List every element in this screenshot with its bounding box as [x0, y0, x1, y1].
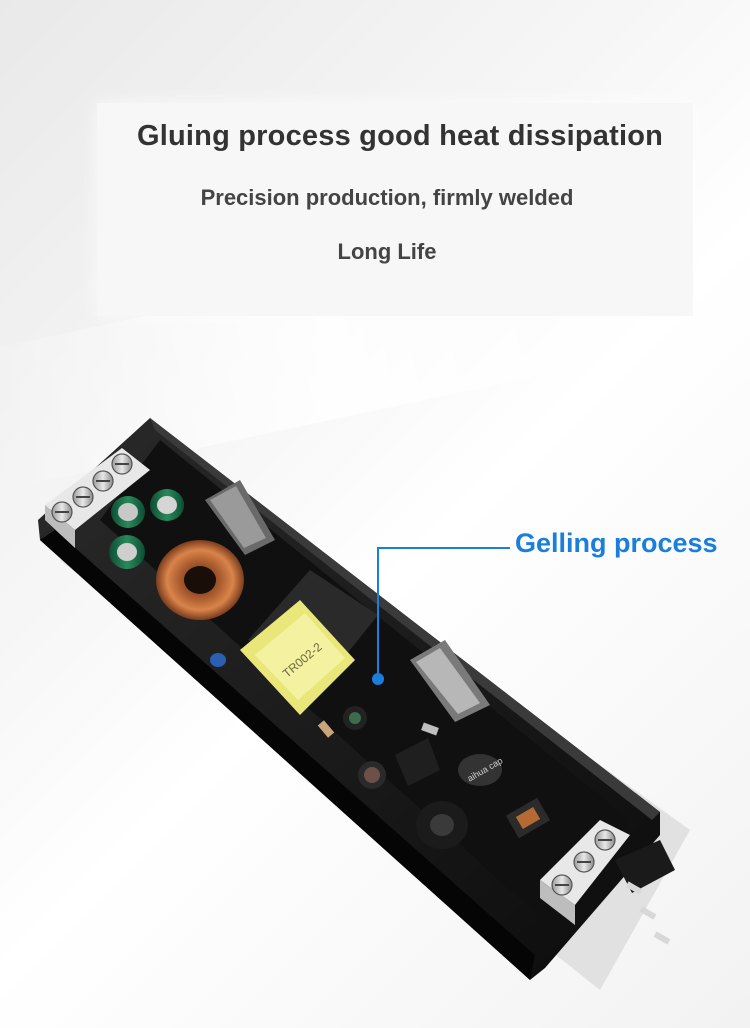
capacitor-group-input	[109, 489, 184, 569]
terminal-block-output	[540, 820, 630, 925]
end-bracket	[615, 840, 675, 893]
housing-rail-left	[40, 530, 535, 980]
blue-ceramic-capacitor	[210, 653, 226, 667]
transformer: TR002-2	[240, 570, 378, 715]
header-panel	[97, 103, 693, 316]
subline-precision: Precision production, firmly welded	[200, 185, 574, 210]
resistor	[317, 720, 335, 738]
terminal-block-input	[45, 448, 150, 548]
bracket-slot-1	[625, 881, 643, 895]
bracket-slot-2	[639, 906, 657, 920]
bracket-slot-3	[653, 931, 671, 945]
diode	[421, 722, 439, 736]
gelling-process-label: Gelling process	[515, 528, 718, 558]
toroid-coil	[156, 540, 244, 620]
housing-rail-right	[150, 418, 660, 820]
ic-chip	[395, 738, 440, 786]
callout-leader-line	[377, 547, 510, 679]
output-capacitor: aihua cap	[458, 754, 504, 786]
subline-long-life: Long Life	[337, 239, 437, 264]
headline: Gluing process good heat dissipation	[137, 120, 664, 152]
